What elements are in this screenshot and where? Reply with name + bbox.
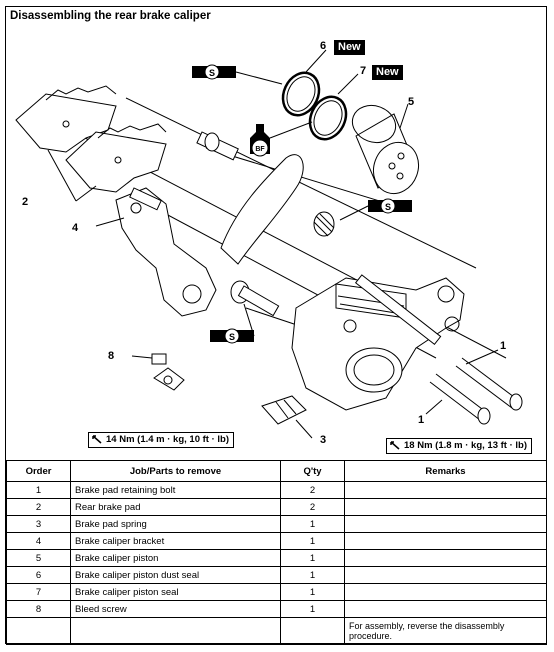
torque-right-text: 18 Nm (1.8 m · kg, 13 ft · lb) <box>404 440 527 451</box>
table-header-row: Order Job/Parts to remove Q'ty Remarks <box>6 460 547 482</box>
svg-text:S: S <box>229 332 235 342</box>
torque-left-text: 14 Nm (1.4 m · kg, 10 ft · lb) <box>106 434 229 445</box>
table-footer-row: For assembly, reverse the disassembly pr… <box>6 617 547 645</box>
cell-part: Bleed screw <box>70 600 281 618</box>
cell-remarks <box>344 498 547 516</box>
torque-wrench-icon <box>92 435 102 444</box>
cell-qty: 1 <box>280 515 345 533</box>
cell-remarks <box>344 583 547 601</box>
grease-s-icon: S <box>192 64 283 85</box>
cell-remarks <box>344 549 547 567</box>
cell-part: Brake pad retaining bolt <box>70 481 281 499</box>
header-order: Order <box>6 460 71 482</box>
seals <box>281 71 348 141</box>
cell-order: 7 <box>6 583 71 601</box>
cell-order: 1 <box>6 481 71 499</box>
svg-text:BF: BF <box>255 146 265 153</box>
header-qty: Q'ty <box>280 460 345 482</box>
parts-table: Order Job/Parts to remove Q'ty Remarks 1… <box>6 460 547 645</box>
callout-1a: 1 <box>500 340 507 352</box>
cell-remarks <box>344 515 547 533</box>
header-part: Job/Parts to remove <box>70 460 281 482</box>
svg-text:S: S <box>385 202 391 212</box>
header-remarks: Remarks <box>344 460 547 482</box>
cell-order: 4 <box>6 532 71 550</box>
new-tag-7: New <box>372 65 403 80</box>
cell-part: Brake pad spring <box>70 515 281 533</box>
cell-remarks <box>344 600 547 618</box>
grease-s-icon: S <box>210 303 255 344</box>
cell-part: Brake caliper piston <box>70 549 281 567</box>
cell-order: 8 <box>6 600 71 618</box>
slide-pin <box>230 280 280 317</box>
cell-part: Rear brake pad <box>70 498 281 516</box>
grease-s-icon: S <box>339 198 412 221</box>
caliper-bracket <box>115 187 217 317</box>
caliper-body <box>291 277 465 411</box>
cell-qty: 1 <box>280 600 345 618</box>
cell-qty: 1 <box>280 549 345 567</box>
svg-text:S: S <box>209 68 215 78</box>
callout-6: 6 <box>320 40 327 52</box>
cell-order: 6 <box>6 566 71 584</box>
pad-retaining-bolts <box>354 274 523 425</box>
caliper-piston <box>351 104 420 195</box>
page-title: Disassembling the rear brake caliper <box>10 10 211 22</box>
cell-order: 5 <box>6 549 71 567</box>
upper-pins <box>129 131 239 211</box>
cell-qty: 2 <box>280 498 345 516</box>
callout-1b: 1 <box>418 414 425 426</box>
callout-5: 5 <box>408 96 415 108</box>
callout-3: 3 <box>320 434 327 446</box>
cell-qty: 1 <box>280 583 345 601</box>
exploded-diagram: S S S BF New New 6 7 5 2 4 8 1 1 3 <box>6 28 546 460</box>
cell-qty: 1 <box>280 566 345 584</box>
cell-qty: 1 <box>280 532 345 550</box>
cell-remarks <box>344 532 547 550</box>
cell-part: Brake caliper bracket <box>70 532 281 550</box>
torque-wrench-icon <box>390 441 400 450</box>
callout-8: 8 <box>108 350 115 362</box>
new-tag-6: New <box>334 40 365 55</box>
brake-fluid-bf-icon: BF <box>250 121 313 157</box>
callout-2: 2 <box>22 196 29 208</box>
cell-remarks <box>344 566 547 584</box>
callout-7: 7 <box>360 65 367 77</box>
cell-part: Brake caliper piston seal <box>70 583 281 601</box>
cell-qty: 2 <box>280 481 345 499</box>
callout-4: 4 <box>72 222 79 234</box>
bleed-screw <box>151 353 185 391</box>
cell-remarks <box>344 481 547 499</box>
footer-remark: For assembly, reverse the disassembly pr… <box>344 617 547 645</box>
brake-pads <box>15 85 167 193</box>
cell-order: 3 <box>6 515 71 533</box>
torque-spec-left: 14 Nm (1.4 m · kg, 10 ft · lb) <box>88 432 234 448</box>
caliper-illustration: S S S BF <box>15 49 523 439</box>
cell-part: Brake caliper piston dust seal <box>70 566 281 584</box>
torque-spec-right: 18 Nm (1.8 m · kg, 13 ft · lb) <box>386 438 532 454</box>
cell-order: 2 <box>6 498 71 516</box>
